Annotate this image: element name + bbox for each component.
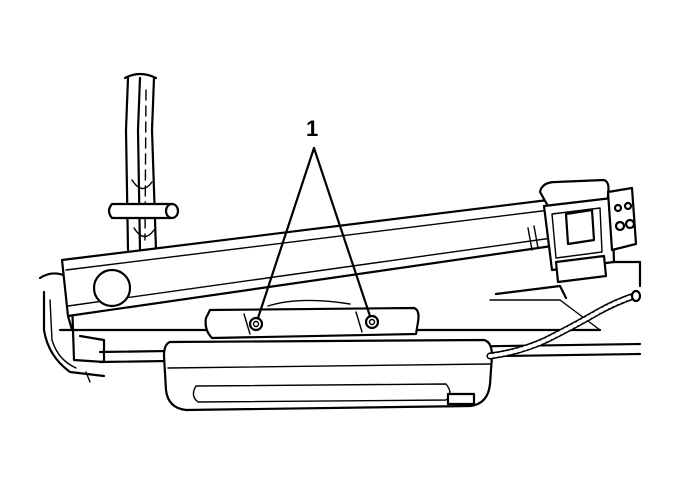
vertical-post [123, 72, 158, 252]
latch-assembly [494, 178, 642, 300]
track-beam [60, 198, 554, 332]
wiring-harness [486, 289, 642, 360]
module-housing [162, 338, 494, 412]
cross-pin [107, 202, 180, 220]
bolt-right-icon [364, 314, 380, 330]
callout-leader-lines [256, 146, 372, 320]
module-bracket [204, 299, 420, 340]
bolt-left-icon [248, 316, 264, 332]
callout-number: 1 [306, 116, 318, 141]
